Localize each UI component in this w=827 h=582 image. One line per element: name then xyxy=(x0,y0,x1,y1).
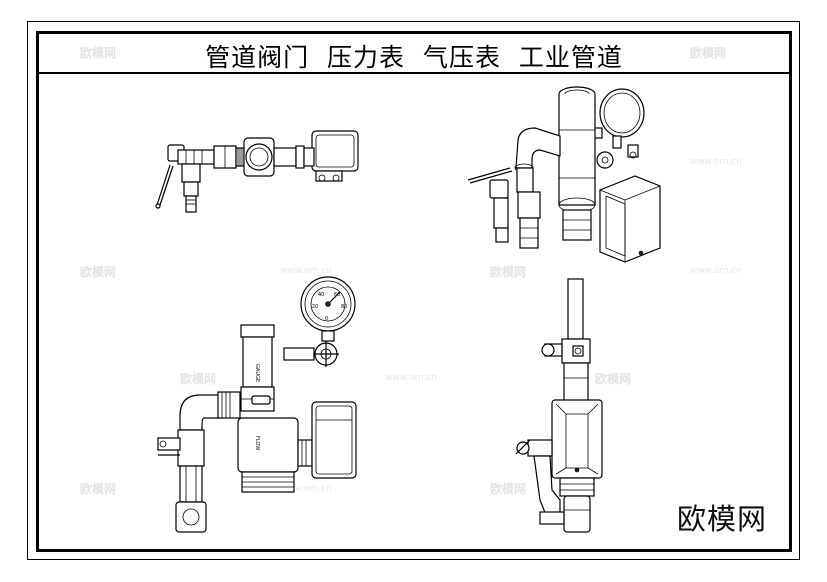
watermark-url: www.om.cn xyxy=(280,484,332,494)
svg-text:60: 60 xyxy=(334,292,340,298)
watermark: 欧模网 xyxy=(80,46,117,60)
svg-text:0: 0 xyxy=(325,316,328,322)
watermark-url: www.om.cn xyxy=(690,266,742,276)
watermark-url: www.om.cn xyxy=(280,266,332,276)
isometric-view-assembly xyxy=(467,86,661,263)
title-bar: 管道阀门 压力表 气压表 工业管道 xyxy=(39,34,789,74)
top-view-assembly xyxy=(155,130,359,213)
svg-text:20: 20 xyxy=(312,304,318,310)
side-view-assembly xyxy=(515,278,603,533)
gauge-label: GAUGE xyxy=(254,364,260,382)
svg-text:80: 80 xyxy=(341,304,347,310)
watermark: 欧模网 xyxy=(690,46,727,60)
flow-label: FLOW xyxy=(254,436,260,450)
page-title: 管道阀门 压力表 气压表 工业管道 xyxy=(205,43,623,72)
watermark: 欧模网 xyxy=(490,482,527,496)
front-view-assembly: 40 60 20 80 0 GAUGE F xyxy=(157,276,357,533)
drawing-border-outer xyxy=(27,21,800,560)
watermark-url: www.om.cn xyxy=(690,157,742,167)
brand-logo-text: 欧模网 xyxy=(677,502,768,536)
watermark: 欧模网 xyxy=(490,265,527,279)
watermark: 欧模网 xyxy=(80,265,117,279)
watermark-url: www.om.cn xyxy=(385,373,437,383)
svg-text:40: 40 xyxy=(318,292,324,298)
watermark: 欧模网 xyxy=(80,482,117,496)
watermark: 欧模网 xyxy=(595,372,632,386)
drawing-border-inner xyxy=(36,31,792,552)
watermark: 欧模网 xyxy=(180,372,217,386)
